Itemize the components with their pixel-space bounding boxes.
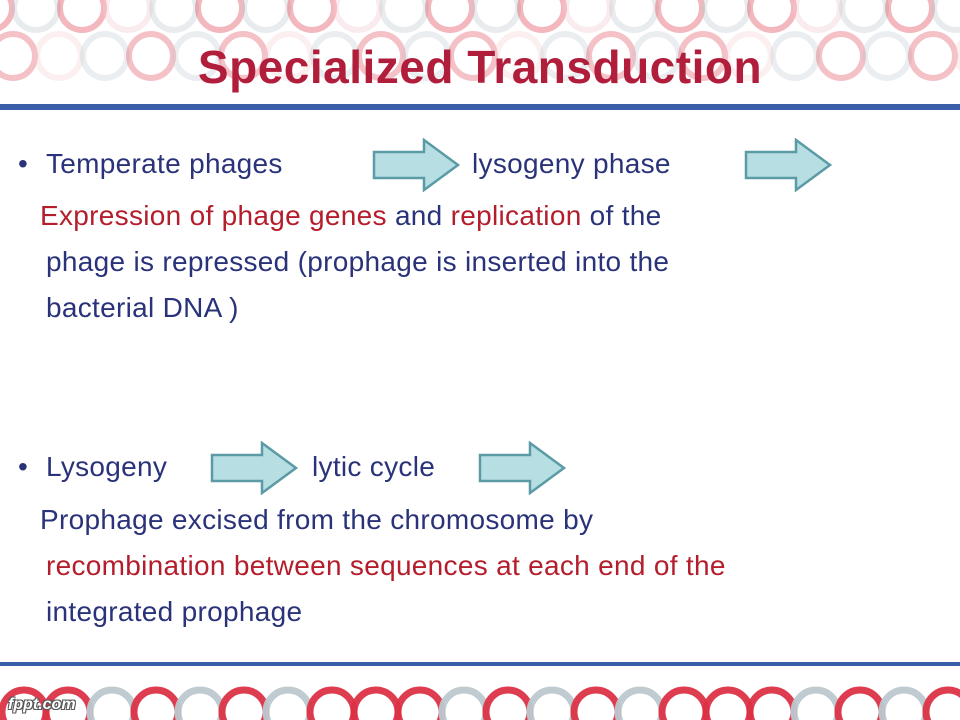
arrow-right-icon <box>478 441 567 495</box>
slide-title: Specialized Transduction <box>197 41 763 93</box>
decorative-ring <box>0 31 38 81</box>
decorative-ring <box>11 0 61 33</box>
decorative-ring <box>586 31 636 81</box>
decorative-ring <box>402 31 452 81</box>
decorative-ring <box>356 31 406 81</box>
decorative-ring <box>471 0 521 33</box>
decorative-ring <box>931 0 960 33</box>
decorative-ring <box>130 686 182 720</box>
decorative-ring <box>793 0 843 33</box>
decorative-ring <box>724 31 774 81</box>
bullet-2-marker: • <box>18 451 29 482</box>
decorative-ring <box>570 686 622 720</box>
bullet-1-part1: Temperate phages <box>46 148 283 179</box>
decorative-ring <box>885 0 935 33</box>
decorative-ring <box>526 686 578 720</box>
arrow-right-icon <box>744 138 833 192</box>
arrow-right-icon <box>210 441 299 495</box>
decorative-ring <box>494 31 544 81</box>
decorative-ring <box>86 686 138 720</box>
bullet-1-detail-line-2: phage is repressed (prophage is inserted… <box>46 246 670 277</box>
decorative-ring <box>482 686 534 720</box>
decorative-ring <box>218 686 270 720</box>
decorative-ring <box>438 686 490 720</box>
decorative-ring <box>149 0 199 33</box>
decorative-ring <box>218 31 268 81</box>
bullet-2-part2: lytic cycle <box>312 451 436 482</box>
decorative-ring <box>172 31 222 81</box>
phrase-replication: replication <box>450 200 582 231</box>
decorative-ring <box>747 0 797 33</box>
bullet-1-detail-line-1: Expression of phage genes and replicatio… <box>40 193 662 239</box>
decorative-ring <box>103 0 153 33</box>
decorative-ring <box>379 0 429 33</box>
decorative-ring <box>954 39 960 73</box>
decorative-ring <box>57 0 107 33</box>
decorative-ring <box>702 686 754 720</box>
decorative-ring <box>425 0 475 33</box>
decorative-ring <box>394 686 446 720</box>
phrase-expression: Expression of phage genes <box>40 200 387 231</box>
decorative-ring <box>632 31 682 81</box>
decorative-ring <box>839 0 889 33</box>
decorative-ring <box>262 686 314 720</box>
bullet-1-detail-line-3: bacterial DNA ) <box>46 292 239 323</box>
phrase-and: and <box>386 200 451 231</box>
top-divider-band <box>0 104 960 110</box>
decorative-ring <box>609 0 659 33</box>
decorative-ring <box>922 686 960 720</box>
decorative-ring <box>862 31 912 81</box>
decorative-ring <box>126 31 176 81</box>
decorative-ring <box>34 31 84 81</box>
bullet-2-detail-line-2: recombination between sequences at each … <box>46 550 726 581</box>
decorative-ring <box>80 31 130 81</box>
decorative-ring <box>908 31 958 81</box>
decorative-ring <box>701 0 751 33</box>
decorative-ring <box>241 0 291 33</box>
decorative-ring <box>517 0 567 33</box>
decorative-ring <box>790 686 842 720</box>
arrow-right-icon <box>372 138 461 192</box>
bullet-1-part2: lysogeny phase <box>472 148 671 179</box>
decorative-ring <box>333 0 383 33</box>
decorative-ring <box>816 31 866 81</box>
fppt-logo: fppt.com <box>8 696 76 713</box>
decorative-ring <box>310 31 360 81</box>
decorative-ring <box>174 686 226 720</box>
decorative-ring <box>195 0 245 33</box>
decorative-ring <box>878 686 930 720</box>
decorative-ring <box>834 686 886 720</box>
decorative-ring <box>614 686 666 720</box>
decorative-ring <box>350 686 402 720</box>
bottom-divider-band <box>0 662 960 666</box>
decorative-ring <box>448 31 498 81</box>
top-rings-decoration <box>0 0 960 110</box>
decorative-ring <box>770 31 820 81</box>
bullet-2-detail-line-1: Prophage excised from the chromosome by <box>40 504 594 535</box>
decorative-ring <box>306 686 358 720</box>
decorative-ring <box>746 686 798 720</box>
decorative-ring <box>540 31 590 81</box>
bullet-2-part1: Lysogeny <box>46 451 168 482</box>
decorative-ring <box>655 0 705 33</box>
bullet-1-marker: • <box>18 148 29 179</box>
phrase-of-the: of the <box>581 200 662 231</box>
decorative-ring <box>658 686 710 720</box>
bullet-2-detail-line-3: integrated prophage <box>46 596 303 627</box>
decorative-ring <box>287 0 337 33</box>
decorative-ring <box>264 31 314 81</box>
decorative-ring <box>0 0 15 31</box>
decorative-ring <box>563 0 613 33</box>
decorative-ring <box>678 31 728 81</box>
